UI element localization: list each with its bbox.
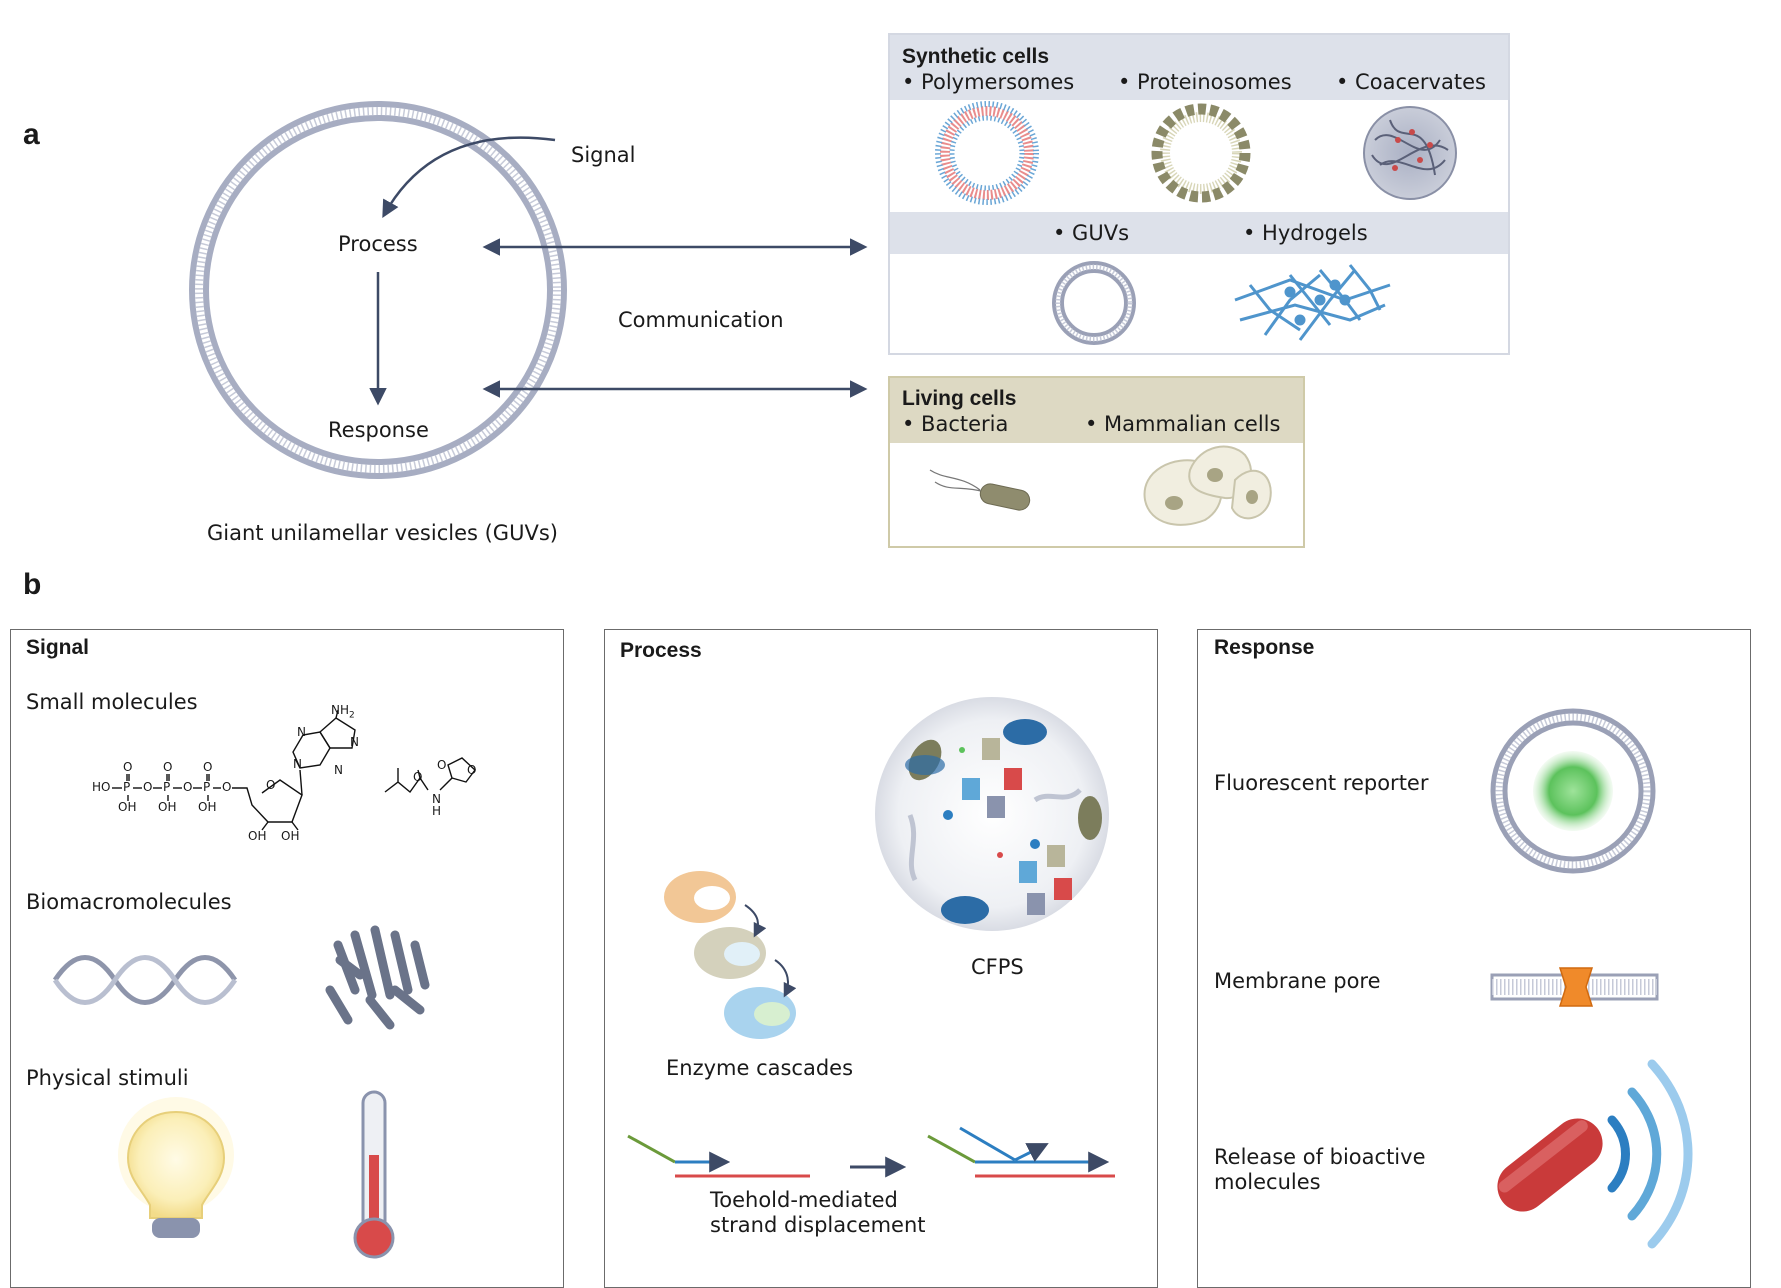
- response-title: Response: [1214, 636, 1315, 659]
- dna-helix-icon: [52, 955, 238, 1005]
- living-cells-title: Living cells: [902, 387, 1017, 410]
- enzyme-cascade-icon: [664, 871, 797, 1039]
- coacervates-label: • Coacervates: [1336, 70, 1486, 94]
- ribose-o: O: [266, 778, 276, 792]
- process-label: Process: [338, 232, 418, 256]
- cfps-sphere-icon: [875, 697, 1109, 931]
- hsl-structure: [384, 757, 476, 794]
- enzyme-cascades-label: Enzyme cascades: [666, 1056, 854, 1080]
- coacervate-icon: [1363, 106, 1457, 200]
- hydrogels-label: • Hydrogels: [1243, 221, 1368, 245]
- o-top-2: O: [163, 760, 173, 774]
- toehold-label-line2: strand displacement: [710, 1213, 926, 1237]
- cfps-label: CFPS: [971, 955, 1024, 979]
- ribose-oh-2: OH: [281, 829, 300, 843]
- capsule-icon: [1497, 1059, 1693, 1249]
- oh-label-2: OH: [158, 800, 177, 814]
- physical-stimuli-label: Physical stimuli: [26, 1066, 189, 1090]
- panel-b-letter: b: [23, 568, 42, 601]
- small-molecules-label: Small molecules: [26, 690, 198, 714]
- o-bridge-2: O: [183, 780, 193, 794]
- living-cells-box: Living cells • Bacteria • Mammalian cell…: [888, 376, 1305, 548]
- fluorescent-reporter-label: Fluorescent reporter: [1214, 771, 1429, 795]
- signal-title: Signal: [26, 636, 90, 659]
- n-3: N: [334, 763, 343, 777]
- fluorescent-reporter-icon: [1490, 708, 1656, 874]
- signal-arrow: [382, 136, 556, 219]
- n-1: N: [297, 725, 306, 739]
- panel-a-letter: a: [23, 118, 40, 151]
- light-bulb-icon: [118, 1097, 234, 1238]
- proteinosomes-label: • Proteinosomes: [1118, 70, 1292, 94]
- hydrogel-icon: [1234, 264, 1391, 341]
- membrane-pore-label: Membrane pore: [1214, 969, 1381, 993]
- o-top-1: O: [123, 760, 133, 774]
- proteinosome-icon: [1151, 103, 1251, 203]
- synthetic-mid-band: [890, 212, 1508, 254]
- hsl-n: N: [432, 792, 441, 806]
- process-title: Process: [620, 639, 702, 662]
- toehold-label-line1: Toehold-mediated: [710, 1188, 898, 1212]
- synthetic-cells-title: Synthetic cells: [902, 45, 1050, 68]
- hsl-h: H: [432, 804, 442, 818]
- p2-label: P: [163, 780, 171, 794]
- o-bridge-3: O: [222, 780, 232, 794]
- release-label-line1: Release of bioactive: [1214, 1145, 1426, 1169]
- mammalian-cells-icon: [1143, 445, 1272, 526]
- bacterium-icon: [929, 469, 1031, 511]
- ho-label: HO: [92, 780, 111, 794]
- ribose-oh-1: OH: [248, 829, 267, 843]
- biomacromolecules-label: Biomacromolecules: [26, 890, 232, 914]
- protein-icon: [325, 925, 430, 1030]
- nh2-text: NH: [331, 703, 349, 717]
- n-2: N: [350, 735, 359, 749]
- hsl-o-top: O: [437, 758, 447, 772]
- guvs-label: • GUVs: [1053, 221, 1130, 245]
- oh-label-3: OH: [198, 800, 217, 814]
- nh2-subscript: 2: [349, 710, 355, 721]
- mammalian-cells-label: • Mammalian cells: [1085, 412, 1281, 436]
- o-bridge-1: O: [143, 780, 153, 794]
- bacteria-label: • Bacteria: [902, 412, 1009, 436]
- thermometer-icon: [353, 1090, 395, 1259]
- release-label-line2: molecules: [1214, 1170, 1321, 1194]
- polymersomes-label: • Polymersomes: [902, 70, 1075, 94]
- nh2-label: NH2: [331, 703, 355, 720]
- guv-membrane: [189, 101, 567, 479]
- polymersome-icon: [935, 101, 1039, 205]
- atp-structure: [112, 709, 356, 831]
- guv-caption: Giant unilamellar vesicles (GUVs): [207, 521, 558, 545]
- communication-label: Communication: [618, 308, 784, 332]
- synthetic-header: [890, 35, 1508, 100]
- o-top-3: O: [203, 760, 213, 774]
- living-header: [890, 378, 1303, 443]
- hsl-o-amide: O: [413, 770, 423, 784]
- signal-label: Signal: [571, 143, 636, 167]
- hsl-o-ring: O: [467, 763, 477, 777]
- p3-label: P: [203, 780, 211, 794]
- response-label: Response: [328, 418, 429, 442]
- membrane-pore-icon: [1490, 967, 1659, 1007]
- p1-label: P: [123, 780, 131, 794]
- oh-label-1: OH: [118, 800, 137, 814]
- toehold-diagram-icon: [627, 1126, 1115, 1178]
- signal-box: [10, 629, 564, 1288]
- small-guv-icon: [1052, 261, 1136, 345]
